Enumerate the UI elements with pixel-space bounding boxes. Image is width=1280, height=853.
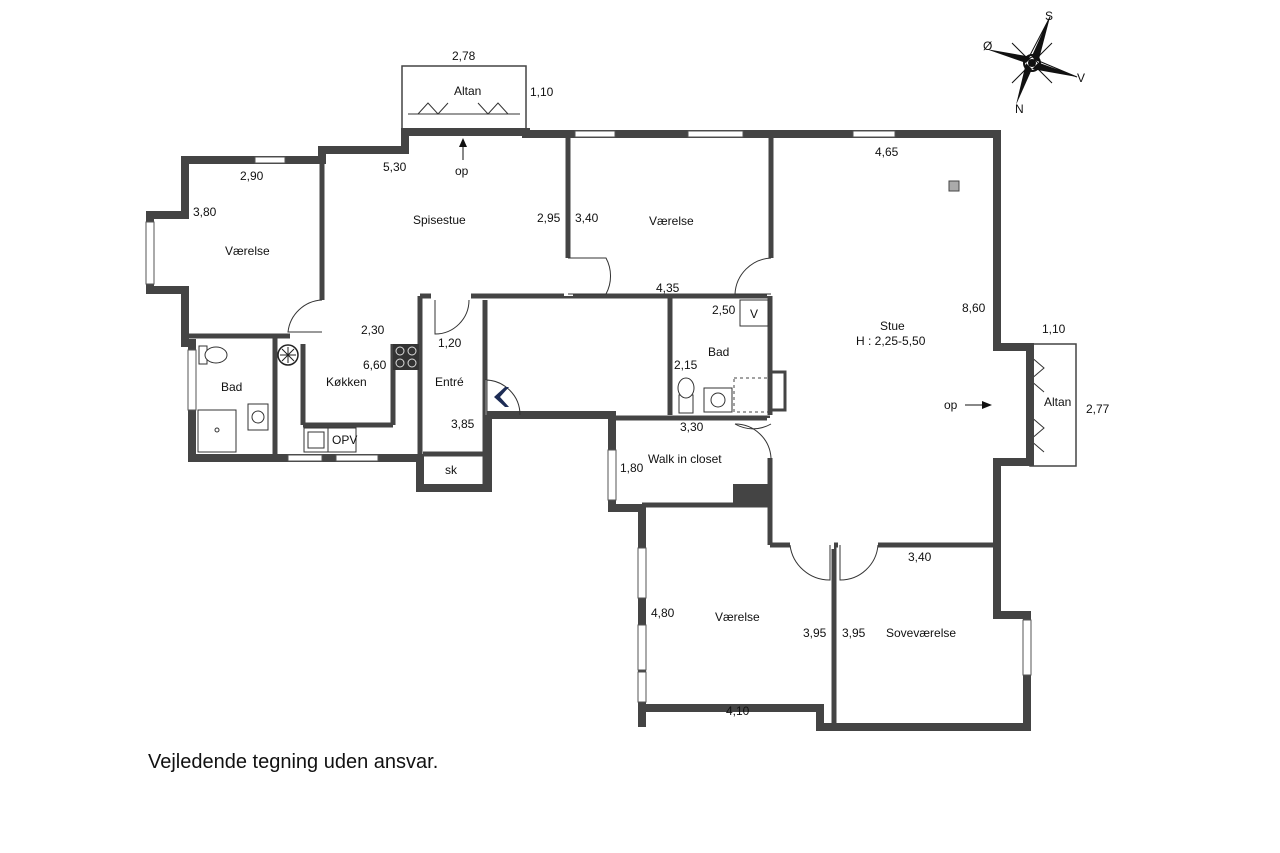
room-label-bad-mid: Bad xyxy=(708,345,729,359)
dim-vaerelse-mid-w: 4,35 xyxy=(656,281,680,295)
room-label-altan-top: Altan xyxy=(454,84,481,98)
room-label-stue: Stue xyxy=(880,319,905,333)
dim-vaerelse-s-w: 4,10 xyxy=(726,704,750,718)
dim-spisestue-d: 2,95 xyxy=(537,211,561,225)
room-label-koekken: Køkken xyxy=(326,375,367,389)
dim-vaerelse-mid-d: 3,40 xyxy=(575,211,599,225)
door-openings xyxy=(318,258,878,549)
entrance-arrow-icon xyxy=(494,387,509,407)
dim-walkin-w: 3,30 xyxy=(680,420,704,434)
label-op-right: op xyxy=(944,398,958,412)
windows xyxy=(145,130,1032,703)
room-label-sovevaerelse: Soveværelse xyxy=(886,626,956,640)
compass-n: N xyxy=(1015,102,1024,116)
room-label-vaerelse-mid: Værelse xyxy=(649,214,694,228)
compass-rose xyxy=(986,16,1078,105)
room-label-spisestue: Spisestue xyxy=(413,213,466,227)
dim-altan-right-d: 2,77 xyxy=(1086,402,1110,416)
compass-s: S xyxy=(1045,9,1053,23)
label-v: V xyxy=(750,307,758,321)
dim-altan-top-w: 2,78 xyxy=(452,49,476,63)
label-sk: sk xyxy=(445,463,458,477)
dim-walkin-d: 1,80 xyxy=(620,461,644,475)
stair-arrows xyxy=(459,138,992,409)
dim-altan-top-d: 1,10 xyxy=(530,85,554,99)
dim-stue-w: 4,65 xyxy=(875,145,899,159)
room-label-vaerelse-s: Værelse xyxy=(715,610,760,624)
room-label-stue-height: H : 2,25-5,50 xyxy=(856,334,926,348)
dim-sove-w: 3,40 xyxy=(908,550,932,564)
room-label-walkin: Walk in closet xyxy=(648,452,722,466)
compass-o: Ø xyxy=(983,39,992,53)
disclaimer-text: Vejledende tegning uden ansvar. xyxy=(148,751,439,773)
label-op-top: op xyxy=(455,164,469,178)
fan-icon xyxy=(277,344,299,366)
stue-pillar xyxy=(948,180,960,192)
dim-bad-mid-w: 2,50 xyxy=(712,303,736,317)
room-label-altan-right: Altan xyxy=(1044,395,1071,409)
dim-vaerelse-s-d2: 3,95 xyxy=(803,626,827,640)
door-swings xyxy=(287,257,879,581)
dim-bad-mid-d: 2,15 xyxy=(674,358,698,372)
shower-tray xyxy=(197,409,237,453)
dim-koekken-w: 2,30 xyxy=(361,323,385,337)
fixtures xyxy=(197,180,960,505)
compass-v: V xyxy=(1077,71,1085,85)
dim-altan-right-w: 1,10 xyxy=(1042,322,1066,336)
dim-vaerelse-nw-d: 3,80 xyxy=(193,205,217,219)
dim-stue-d: 8,60 xyxy=(962,301,986,315)
dim-vaerelse-s-d: 4,80 xyxy=(651,606,675,620)
room-label-vaerelse-nw: Værelse xyxy=(225,244,270,258)
exterior-wall xyxy=(146,128,1034,731)
room-label-bad-left: Bad xyxy=(221,380,242,394)
altan-top xyxy=(401,65,527,133)
dim-vaerelse-nw-w: 2,90 xyxy=(240,169,264,183)
room-label-entre: Entré xyxy=(435,375,464,389)
dim-koekken-d: 6,60 xyxy=(363,358,387,372)
dim-entre-w: 1,20 xyxy=(438,336,462,350)
dim-spisestue-w: 5,30 xyxy=(383,160,407,174)
dim-sove-d: 3,95 xyxy=(842,626,866,640)
label-opv: OPV xyxy=(332,433,357,447)
dim-entre-d: 3,85 xyxy=(451,417,475,431)
